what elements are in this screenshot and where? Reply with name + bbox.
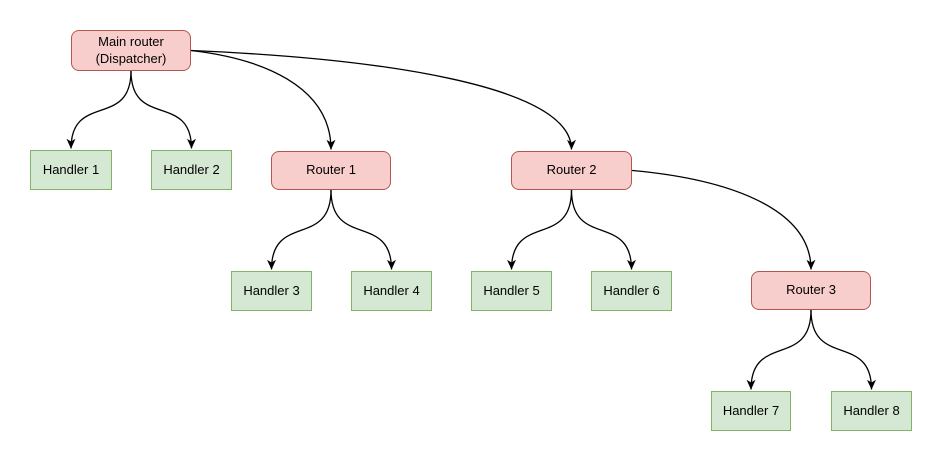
node-label-handler1: Handler 1 <box>42 161 100 177</box>
node-label-handler8: Handler 8 <box>843 402 900 418</box>
node-handler5[interactable]: Handler 5 <box>471 271 552 311</box>
node-label-handler6: Handler 6 <box>603 282 660 298</box>
node-handler1[interactable]: Handler 1 <box>30 150 112 190</box>
node-label-router3: Router 3 <box>786 282 836 298</box>
node-handler2[interactable]: Handler 2 <box>151 150 232 190</box>
edge-router1-handler4 <box>330 189 396 270</box>
edge-router2-router3 <box>631 169 816 270</box>
node-label-router1: Router 1 <box>306 162 356 178</box>
edge-main-handler1 <box>66 70 132 149</box>
edge-router3-handler8 <box>810 309 876 390</box>
node-handler3[interactable]: Handler 3 <box>231 271 312 311</box>
node-router3[interactable]: Router 3 <box>751 271 871 310</box>
node-label-handler4: Handler 4 <box>363 282 420 298</box>
edge-router2-handler6 <box>570 189 636 270</box>
node-handler8[interactable]: Handler 8 <box>831 391 912 431</box>
node-handler4[interactable]: Handler 4 <box>351 271 432 311</box>
edge-main-router1 <box>190 49 336 150</box>
node-handler7[interactable]: Handler 7 <box>711 391 791 431</box>
edge-router2-handler5 <box>507 189 573 270</box>
node-router1[interactable]: Router 1 <box>271 151 391 190</box>
edge-router3-handler7 <box>746 309 812 390</box>
node-label-main: Main router (Dispatcher) <box>95 34 167 66</box>
node-label-handler5: Handler 5 <box>483 282 540 298</box>
node-main[interactable]: Main router (Dispatcher) <box>71 30 191 71</box>
edge-main-router2 <box>190 49 576 150</box>
node-router2[interactable]: Router 2 <box>511 151 632 190</box>
edge-router1-handler3 <box>267 189 332 270</box>
node-label-handler2: Handler 2 <box>163 161 220 177</box>
node-label-handler3: Handler 3 <box>243 282 300 298</box>
node-label-router2: Router 2 <box>546 162 597 178</box>
node-label-handler7: Handler 7 <box>722 402 780 418</box>
edge-main-handler2 <box>130 70 196 149</box>
node-handler6[interactable]: Handler 6 <box>591 271 672 311</box>
